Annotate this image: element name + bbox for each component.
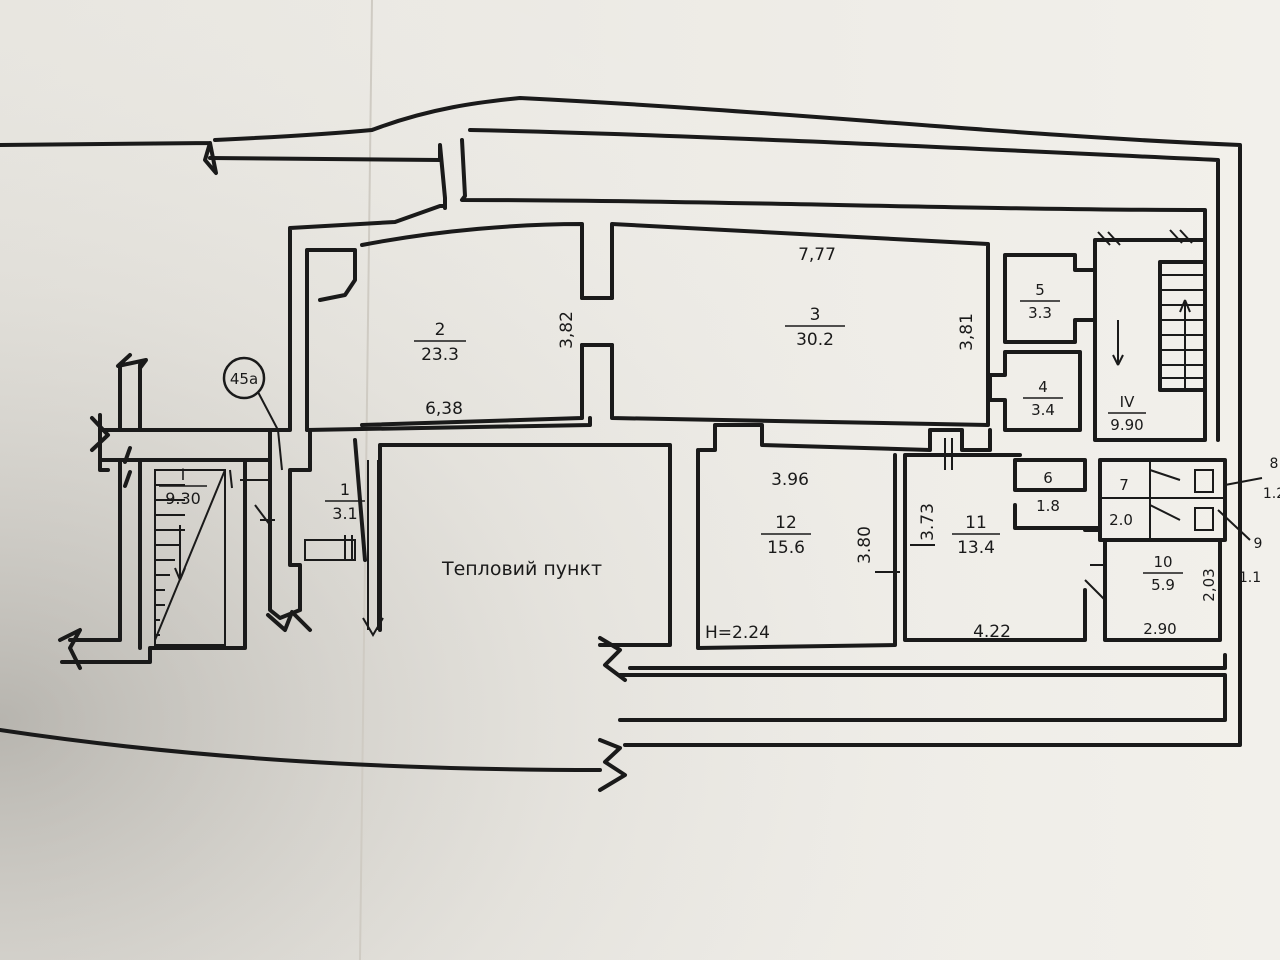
dim-r12-height: 3.80 bbox=[855, 526, 875, 564]
marker-label: 45a bbox=[230, 370, 258, 388]
corridor-top bbox=[0, 96, 1242, 442]
room-number: IV bbox=[1120, 393, 1135, 411]
room-3: 330.2 bbox=[785, 305, 845, 350]
room-12: 12 15.6 bbox=[761, 513, 811, 558]
room-1: 13.1 bbox=[325, 480, 365, 523]
dim-r10-height: 2,03 bbox=[1200, 568, 1218, 601]
room-number: 11 bbox=[965, 513, 987, 533]
room-area: 1.8 bbox=[1036, 497, 1060, 515]
room-area: 9.90 bbox=[1110, 416, 1143, 434]
dim-r3-height: 3,81 bbox=[957, 313, 977, 351]
ceiling-height-label: H=2.24 bbox=[705, 623, 770, 643]
dim-r3-width: 7,77 bbox=[798, 245, 836, 265]
room-area: 9.30 bbox=[165, 489, 201, 508]
room-number: 3 bbox=[810, 305, 821, 325]
room-area: 23.3 bbox=[421, 345, 459, 365]
room-area: 13.4 bbox=[957, 538, 995, 558]
room-area: 30.2 bbox=[796, 330, 834, 350]
dimension-labels: 3,82 6,38 7,77 3,81 3.96 3.80 3.73 4.22 … bbox=[425, 245, 1218, 642]
dim-r11-height: 3.73 bbox=[918, 503, 938, 541]
room-number: 10 bbox=[1153, 553, 1172, 571]
dim-r12-width: 3.96 bbox=[771, 470, 809, 490]
dim-r10-width: 2.90 bbox=[1143, 620, 1176, 638]
room-4: 43.4 bbox=[1023, 378, 1063, 419]
room-area: 5.9 bbox=[1151, 576, 1175, 594]
room-number: I bbox=[181, 465, 186, 484]
room-number: 7 bbox=[1119, 476, 1129, 494]
room-number: 5 bbox=[1035, 281, 1045, 299]
marker-45a: 45a bbox=[222, 356, 283, 471]
room-labels: I9.3013.1223.3330.243.453.361.872.081.29… bbox=[159, 281, 1280, 594]
room-7: 72.0 bbox=[1109, 476, 1133, 529]
building-walls bbox=[0, 204, 1263, 792]
dim-r2-height: 3,82 bbox=[557, 311, 577, 349]
room-area: 3.1 bbox=[332, 504, 357, 523]
dim-r2-width: 6,38 bbox=[425, 399, 463, 419]
room-area: 1.1 bbox=[1239, 570, 1261, 586]
room-number: 8 bbox=[1270, 456, 1279, 472]
room-number: 9 bbox=[1254, 536, 1263, 552]
room-8: 81.2 bbox=[1263, 456, 1280, 502]
room-9: 91.1 bbox=[1239, 536, 1263, 586]
room-area: 3.3 bbox=[1028, 304, 1052, 322]
room-11: 11 13.4 bbox=[952, 513, 1000, 558]
room-number: 12 bbox=[775, 513, 797, 533]
room-iv: IV 9.90 bbox=[1108, 393, 1146, 434]
room-number: 1 bbox=[340, 480, 350, 499]
room-number: 6 bbox=[1043, 469, 1053, 487]
room-area: 3.4 bbox=[1031, 401, 1055, 419]
room-area: 1.2 bbox=[1263, 486, 1280, 502]
room-2: 223.3 bbox=[414, 320, 466, 365]
room-6: 61.8 bbox=[1031, 469, 1065, 515]
room-i: I 9.30 bbox=[159, 465, 207, 508]
heating-point-label: Тепловий пункт bbox=[441, 558, 602, 580]
room-area: 15.6 bbox=[767, 538, 805, 558]
room-10: 105.9 bbox=[1143, 553, 1183, 594]
room-area: 2.0 bbox=[1109, 511, 1133, 529]
dim-r11-width: 4.22 bbox=[973, 622, 1011, 642]
room-number: 2 bbox=[435, 320, 446, 340]
room-number: 4 bbox=[1038, 378, 1048, 396]
room-5: 53.3 bbox=[1020, 281, 1060, 322]
